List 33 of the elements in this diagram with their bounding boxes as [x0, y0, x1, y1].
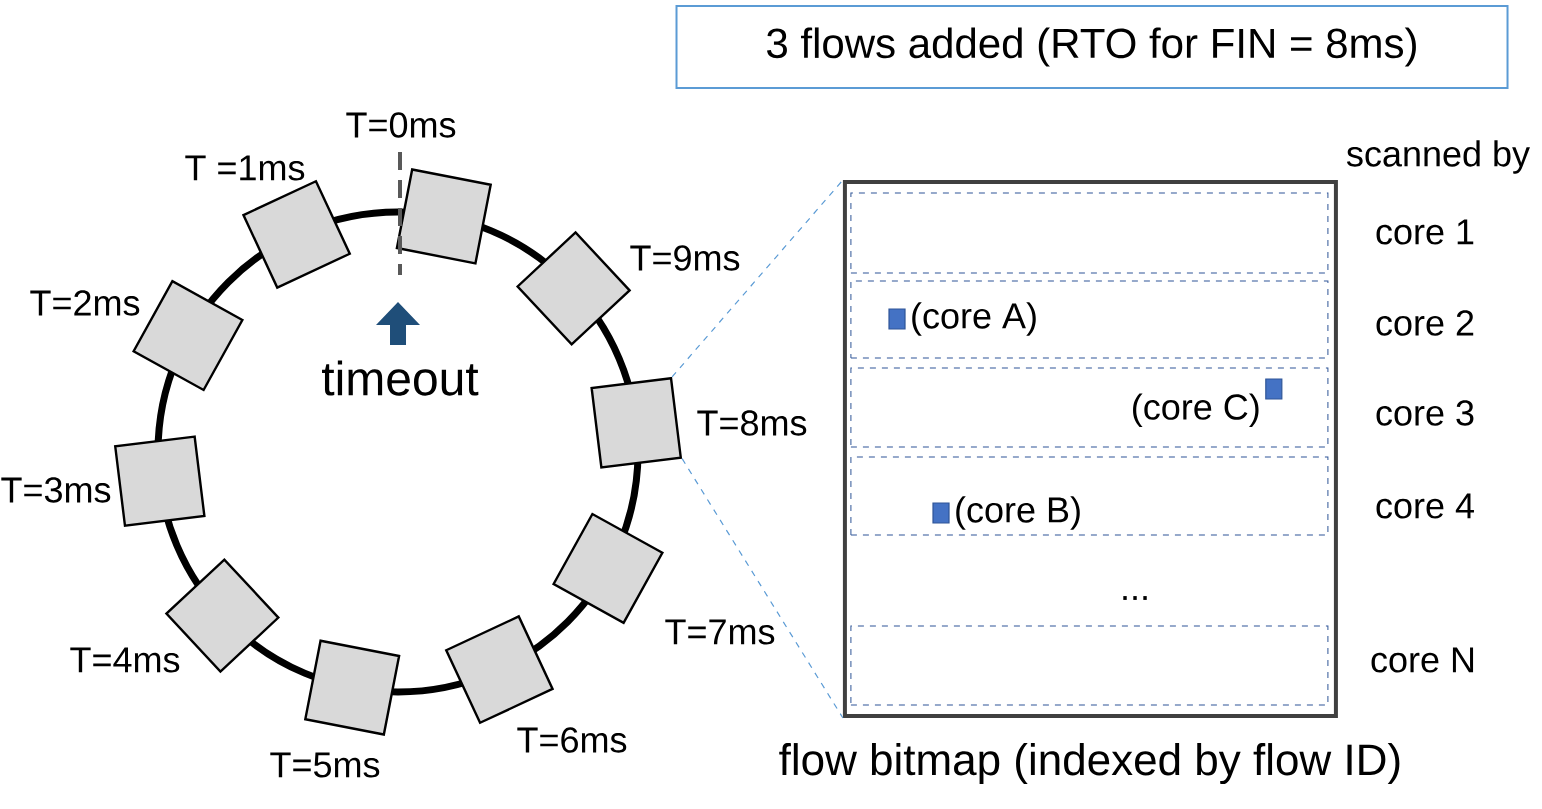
- flow-marker: [932, 502, 950, 524]
- flow-label: (core A): [912, 302, 1036, 336]
- timer-slot: [303, 639, 401, 736]
- timeout-label: timeout: [322, 360, 479, 396]
- time-label: T=0ms: [346, 112, 456, 138]
- bitmap-row: [850, 192, 1329, 274]
- time-label: T=6ms: [517, 727, 627, 753]
- timer-slot: [113, 435, 206, 528]
- node-label: flow bitmap (indexed by flow ID): [779, 743, 1400, 785]
- bitmap-row: [850, 367, 1329, 448]
- time-label: T=8ms: [697, 410, 807, 436]
- time-label: T=5ms: [270, 752, 380, 778]
- bitmap-row: [850, 456, 1329, 536]
- time-label: T =1ms: [185, 155, 305, 181]
- flow-marker: [888, 308, 906, 330]
- banner-box: 3 flows added (RTO for FIN = 8ms): [675, 5, 1509, 89]
- core-label: core 2: [1376, 310, 1474, 336]
- bitmap-row: [850, 280, 1329, 359]
- core-label: core 1: [1376, 219, 1474, 245]
- core-label: core 4: [1376, 493, 1474, 519]
- flow-marker: [1265, 378, 1283, 400]
- flow-label: (core B): [956, 496, 1080, 530]
- flow-label: (core C): [1133, 393, 1259, 427]
- bitmap-row: [850, 625, 1329, 706]
- connector-line: [671, 179, 844, 378]
- core-label: core 3: [1376, 400, 1474, 426]
- time-label: T=2ms: [30, 290, 140, 316]
- time-label: T=9ms: [630, 245, 740, 271]
- column-heading: scanned by: [1346, 140, 1530, 174]
- time-label: T=3ms: [1, 477, 111, 503]
- core-label: core N: [1371, 647, 1474, 673]
- time-label: T=4ms: [70, 647, 180, 673]
- time-label: T=7ms: [665, 619, 775, 645]
